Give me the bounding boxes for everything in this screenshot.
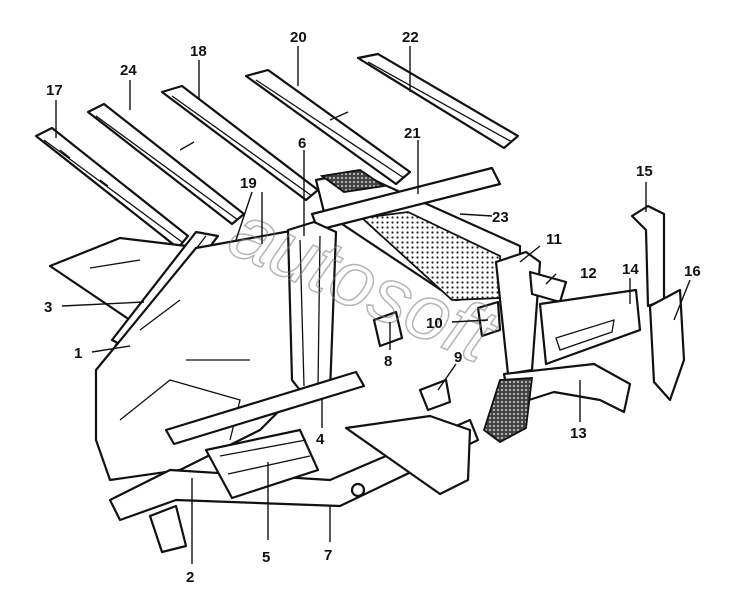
b-pillar-6 [286,220,338,400]
callout-21: 21 [404,125,421,142]
callout-2: 2 [186,569,194,586]
callout-8: 8 [384,353,392,370]
callout-14: 14 [622,261,639,278]
bracket-8 [372,310,404,348]
roof-bow-22 [356,52,520,150]
callout-10: 10 [426,315,443,332]
roof-bow-20 [244,68,412,186]
leader-lines [55,46,691,564]
callout-7: 7 [324,547,332,564]
callout-23: 23 [492,209,509,226]
callout-11: 11 [546,231,562,248]
wheelhouse-13 [482,362,632,444]
callout-5: 5 [262,549,270,566]
callout-12: 12 [580,265,597,282]
callout-1: 1 [74,345,82,362]
callout-24: 24 [120,62,137,79]
callout-labels: 17 24 18 20 22 21 23 6 19 3 1 4 2 5 7 8 … [44,29,701,586]
callout-6: 6 [298,135,306,152]
quarter-panel-14 [538,288,642,366]
c-pillar-11 [494,250,542,376]
crossmember-5 [204,428,320,500]
bracket-10 [476,300,502,338]
callout-22: 22 [402,29,419,46]
bracket-9 [418,378,452,412]
callout-3: 3 [44,299,52,316]
callout-16: 16 [684,263,701,280]
callout-20: 20 [290,29,307,46]
callout-13: 13 [570,425,587,442]
front-tab-2 [148,504,188,554]
callout-17: 17 [46,82,63,99]
callout-9: 9 [454,349,462,366]
sill-4 [164,370,366,446]
callout-19: 19 [240,175,257,192]
callout-4: 4 [316,431,325,448]
callout-15: 15 [636,163,653,180]
callout-18: 18 [190,43,207,60]
roof-bow-17 [34,126,190,250]
